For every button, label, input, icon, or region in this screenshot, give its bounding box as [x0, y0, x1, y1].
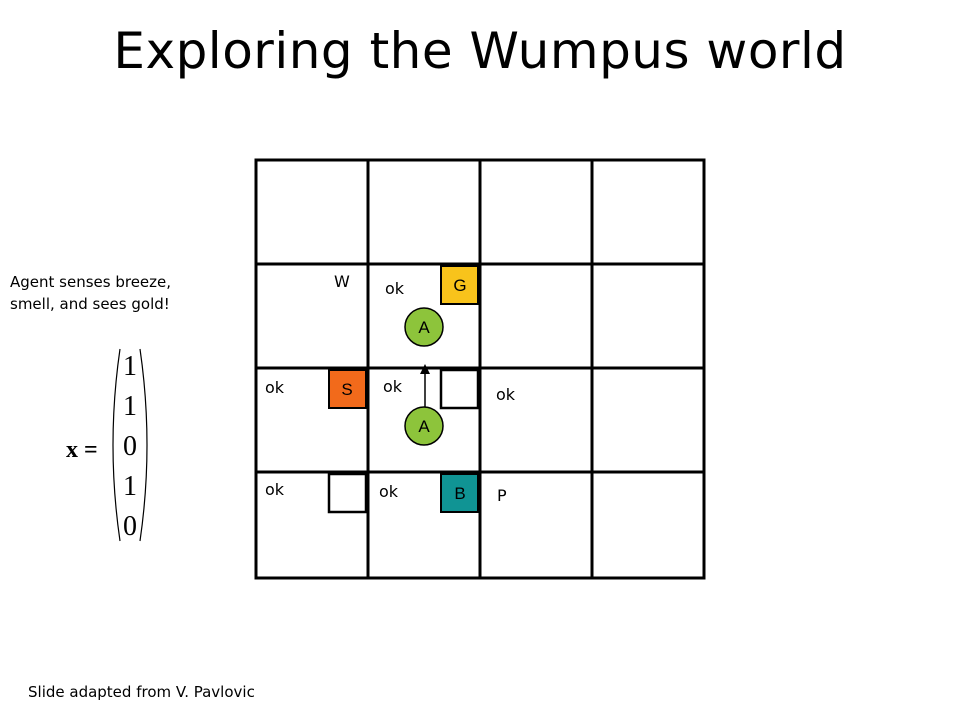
page-title: Exploring the Wumpus world	[113, 22, 847, 80]
ok-label: ok	[383, 377, 403, 396]
vector-entry-5: 0	[123, 511, 137, 542]
ok-label: ok	[265, 480, 285, 499]
percept-caption: Agent senses breeze, smell, and sees gol…	[10, 271, 171, 315]
agent-current	[404, 307, 444, 347]
caption-line-1: Agent senses breeze,	[10, 273, 172, 291]
visited-marker	[327, 472, 368, 514]
vector-entry-3: 0	[123, 431, 137, 462]
agent-current-label: A	[418, 318, 430, 337]
ok-label: ok	[496, 385, 516, 404]
breeze-box	[440, 473, 479, 513]
breeze-label: B	[454, 484, 465, 503]
gold-box	[440, 265, 479, 305]
visited-marker	[439, 368, 480, 410]
agent-previous-label: A	[418, 417, 430, 436]
percept-vector: x = 1 1 0 1 0	[66, 348, 148, 542]
ok-label: ok	[379, 482, 399, 501]
slide-credit: Slide adapted from V. Pavlovic	[28, 683, 255, 701]
pit-label: P	[497, 486, 507, 505]
ok-label: ok	[265, 378, 285, 397]
agent-previous	[404, 406, 444, 446]
ok-label: ok	[385, 279, 405, 298]
right-paren	[139, 348, 148, 542]
wumpus-label: W	[334, 272, 350, 291]
left-paren	[112, 348, 121, 542]
vector-entry-2: 1	[123, 391, 137, 422]
caption-line-2: smell, and sees gold!	[10, 295, 170, 313]
move-arrow-head	[420, 364, 430, 374]
vector-entry-4: 1	[123, 471, 137, 502]
gold-label: G	[453, 276, 466, 295]
vector-lhs: x =	[66, 437, 98, 463]
stench-box	[328, 369, 367, 409]
vector-entry-1: 1	[123, 351, 137, 382]
stench-label: S	[341, 380, 352, 399]
